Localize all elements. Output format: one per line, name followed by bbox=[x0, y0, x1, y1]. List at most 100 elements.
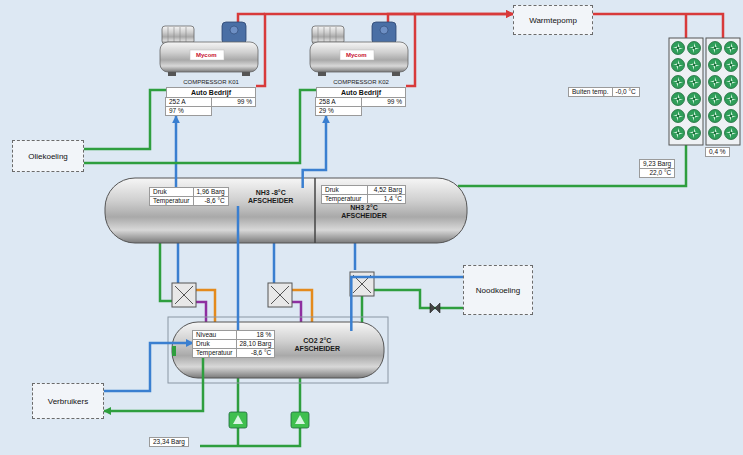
pump-mark bbox=[295, 415, 305, 424]
value-cell: -8,6 °C bbox=[193, 196, 229, 206]
condenser-bank bbox=[706, 38, 740, 145]
pipe-connector bbox=[84, 90, 316, 163]
valve-symbol bbox=[430, 303, 440, 313]
fan-symbol bbox=[725, 127, 738, 140]
fan-symbol bbox=[709, 42, 722, 55]
value-cell: Temperatuur bbox=[192, 348, 237, 358]
pump-mark bbox=[233, 415, 243, 424]
fan-symbol bbox=[725, 59, 738, 72]
box-text: Noodkoeling bbox=[476, 286, 520, 295]
pump-body bbox=[229, 412, 247, 428]
compressor-status: COMPRESSOR K02Auto Bedrijf258 A99 %29 % bbox=[316, 78, 406, 116]
exchanger-pipe bbox=[292, 290, 312, 324]
motor bbox=[162, 26, 194, 44]
external-unit-box: Oliekoeling bbox=[12, 140, 84, 172]
vessel-status: Druk1,96 BargTemperatuur-8,6 °CNH3 -8°C … bbox=[150, 188, 313, 206]
fan-symbol bbox=[688, 93, 701, 106]
condenser-feed-pipe bbox=[593, 14, 723, 38]
fan-symbol bbox=[725, 42, 738, 55]
heat-exchanger-box bbox=[172, 283, 196, 307]
vessel-frame bbox=[168, 317, 388, 383]
pump-suction-pipe bbox=[238, 376, 300, 412]
box-text: Warmtepomp bbox=[529, 16, 577, 25]
value-cell: Buiten temp. bbox=[568, 87, 613, 97]
fan-symbol bbox=[725, 93, 738, 106]
pressure-value: 23,34 Barg bbox=[150, 438, 189, 447]
motor bbox=[312, 26, 344, 44]
pump-body bbox=[291, 412, 309, 428]
pipe-connector bbox=[351, 277, 463, 331]
foot bbox=[242, 72, 250, 76]
exchanger-pipe bbox=[292, 302, 301, 324]
exchanger-pipe bbox=[160, 240, 172, 301]
value-cell: 99 % bbox=[211, 97, 256, 107]
vessel-status: Druk4,52 BargTemperatuur1,4 °CNH3 2°C AF… bbox=[322, 186, 406, 220]
liquid-return-pipe bbox=[458, 145, 686, 186]
oil-separator bbox=[160, 42, 258, 72]
pipe-connector bbox=[104, 343, 193, 391]
condenser bbox=[669, 38, 740, 145]
heat-exchanger-cross bbox=[175, 286, 193, 304]
heat-exchanger-cross bbox=[271, 286, 289, 304]
outdoor-temperature: Buiten temp.-0,0 °C bbox=[569, 88, 640, 97]
fan-symbol bbox=[672, 93, 685, 106]
compressor-illustration bbox=[310, 22, 408, 76]
compressor-head bbox=[380, 26, 388, 34]
heat-exchanger-box bbox=[268, 283, 292, 307]
box-text: Oliekoeling bbox=[28, 152, 68, 161]
pipe-connector bbox=[256, 14, 513, 86]
level-indicator bbox=[172, 346, 176, 356]
compressor-head bbox=[230, 26, 238, 34]
fan-symbol bbox=[688, 110, 701, 123]
fan-symbol bbox=[709, 76, 722, 89]
compressor-head bbox=[222, 22, 246, 44]
pipe-connector bbox=[175, 116, 178, 188]
value-cell: 99 % bbox=[361, 97, 406, 107]
value-cell: 1,4 °C bbox=[367, 194, 406, 204]
box-text: Verbruikers bbox=[48, 397, 88, 406]
fan-symbol bbox=[725, 76, 738, 89]
emergency-pipe bbox=[374, 290, 463, 308]
fan-speed-value: 0,4 % bbox=[706, 148, 730, 157]
pipe-connector bbox=[84, 90, 166, 149]
value-cell: Temperatuur bbox=[149, 196, 194, 206]
nh3-vessel bbox=[105, 178, 467, 243]
exchanger-pipe bbox=[273, 240, 276, 283]
value-cell: 0,4 % bbox=[705, 147, 730, 157]
pipe-connector bbox=[237, 206, 240, 331]
equipment-name: COMPRESSOR K01 bbox=[166, 78, 256, 87]
pipe-connector bbox=[303, 116, 326, 188]
fan-symbol bbox=[688, 59, 701, 72]
value-cell: 29 % bbox=[315, 106, 362, 116]
value-cell: 23,34 Barg bbox=[149, 437, 189, 447]
pump-discharge-pipe bbox=[200, 428, 300, 446]
vessel-title: CO2 2°C AFSCHEIDER bbox=[275, 337, 359, 353]
motor-fins bbox=[318, 27, 336, 43]
condenser-bank bbox=[669, 38, 703, 145]
vessel-title: NH3 -8°C AFSCHEIDER bbox=[229, 189, 313, 205]
value-cell: Temperatuur bbox=[321, 194, 368, 204]
name-plate bbox=[340, 50, 374, 60]
fan-symbol bbox=[725, 110, 738, 123]
value-cell: -8,6 °C bbox=[236, 348, 276, 358]
foot bbox=[168, 72, 176, 76]
condenser-values: 9,23 Barg22,0 °C bbox=[640, 160, 675, 178]
fan-symbol bbox=[709, 127, 722, 140]
value-cell: 22,0 °C bbox=[639, 168, 675, 178]
fan-symbol bbox=[672, 127, 685, 140]
pipe-connector bbox=[406, 14, 513, 86]
fan-symbol bbox=[688, 76, 701, 89]
exchanger-pipe bbox=[361, 296, 364, 324]
value-cell: -0,0 °C bbox=[612, 87, 640, 97]
pump-symbol bbox=[229, 412, 309, 428]
fan-symbol bbox=[672, 42, 685, 55]
fan-symbol bbox=[688, 127, 701, 140]
heat-exchanger-box bbox=[350, 272, 374, 296]
fan-symbol bbox=[672, 59, 685, 72]
vessel-title: NH3 2°C AFSCHEIDER bbox=[322, 204, 406, 220]
oil-separator bbox=[310, 42, 408, 72]
external-unit-box: Warmtepomp bbox=[513, 5, 593, 35]
brand-label: Mycom bbox=[196, 52, 217, 59]
